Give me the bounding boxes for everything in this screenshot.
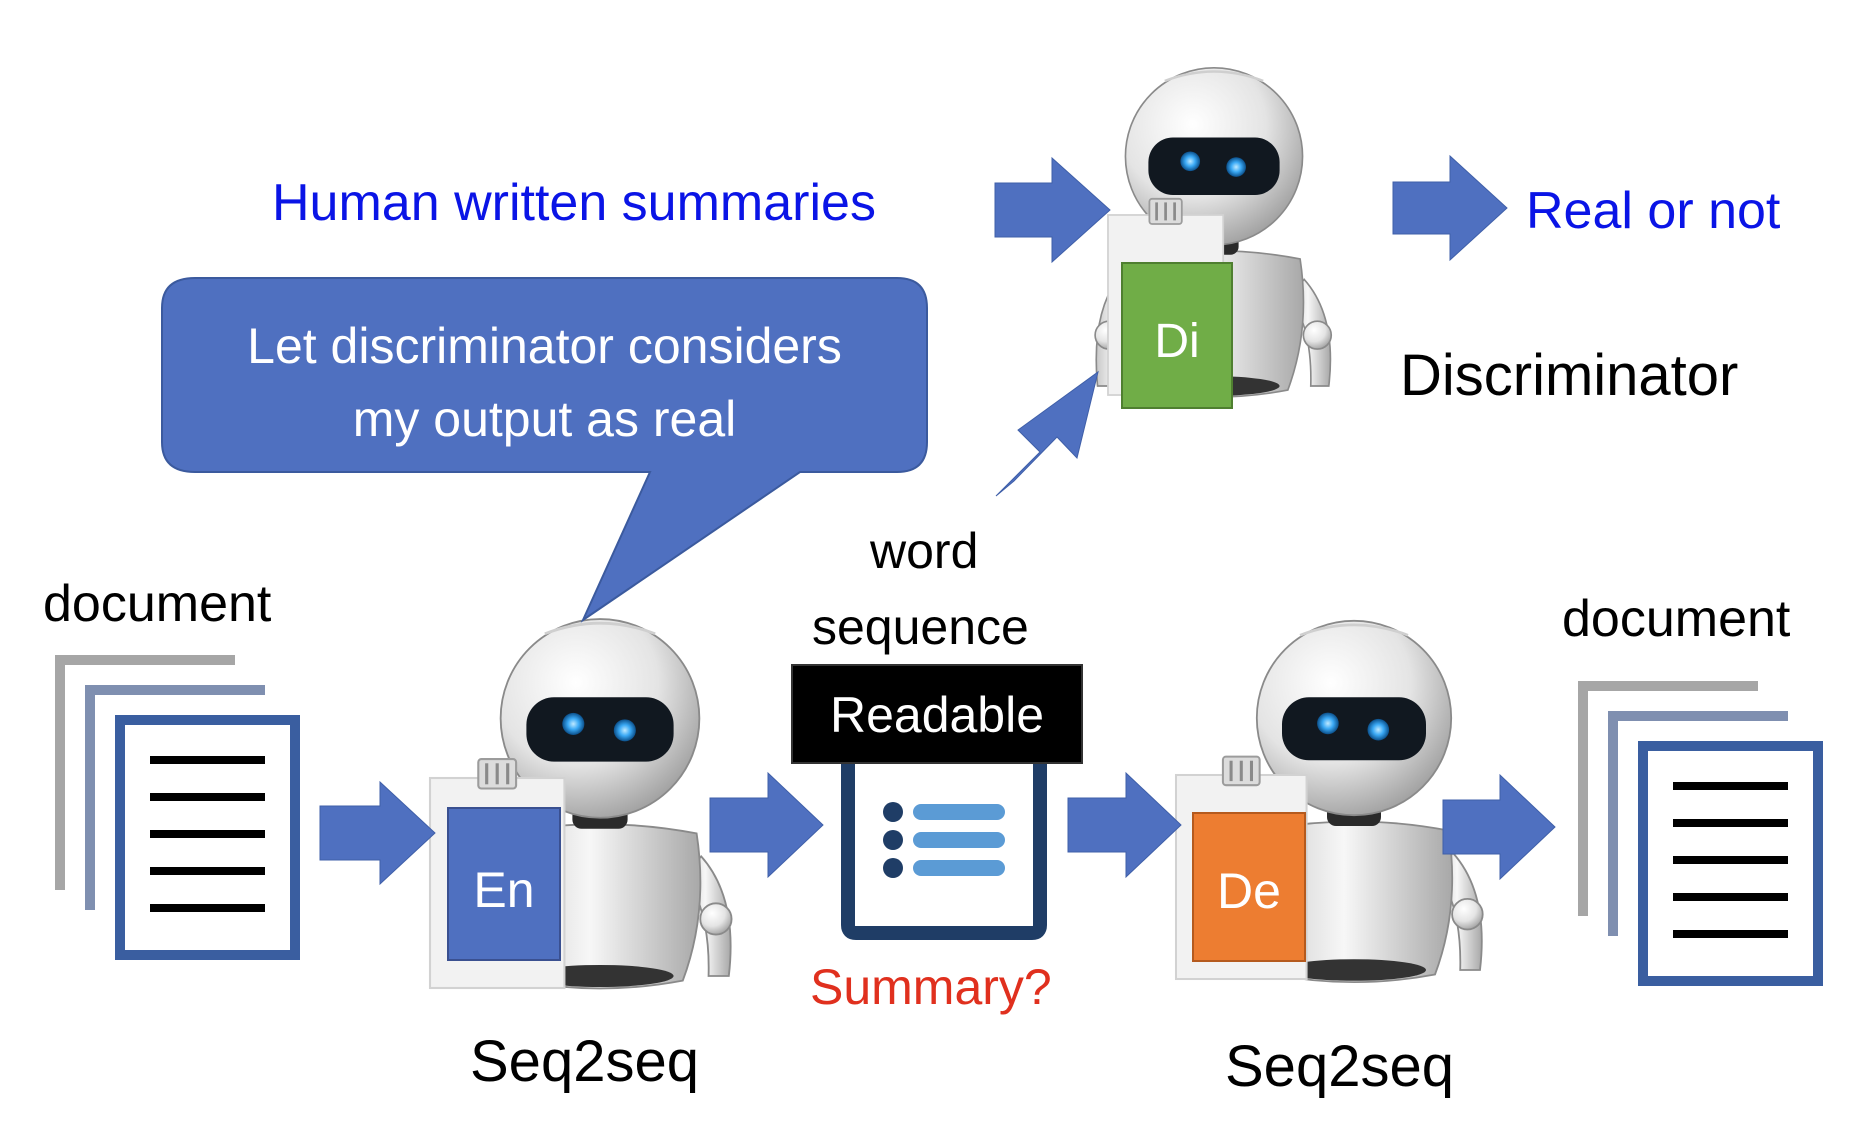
encoder-tag	[447, 807, 561, 961]
discriminator-tag-label: Di	[1154, 315, 1200, 368]
decoder-tag	[1192, 812, 1306, 962]
output-document-stack-icon	[1583, 686, 1818, 981]
arrow-right-icon-encoder-to-summary	[709, 771, 824, 879]
readable-label: Readable	[829, 687, 1045, 743]
input-document-stack-icon	[60, 660, 295, 955]
arrow-right-icon-real-or-not	[1392, 154, 1508, 262]
speech-bubble-line-1: Let discriminator considers	[247, 318, 842, 374]
arrow-diagonal-icon-summary-to-discriminator	[995, 370, 1099, 497]
decoder-seq2seq-label: Seq2seq	[1225, 1034, 1454, 1099]
arrow-right-icon-decoder-to-document	[1442, 773, 1556, 881]
input-document-label: document	[43, 575, 272, 633]
decoder-robot-icon	[1174, 619, 1485, 984]
encoder-tag-label: En	[473, 862, 535, 918]
human-written-summaries-label: Human written summaries	[272, 174, 876, 232]
readable-tag	[791, 664, 1083, 764]
speech-bubble-text: Let discriminator considers my output as…	[162, 310, 927, 455]
sequence-label: sequence	[812, 599, 1029, 655]
discriminator-robot-icon	[1093, 66, 1333, 409]
encoder-seq2seq-label: Seq2seq	[470, 1029, 699, 1094]
speech-bubble-icon	[161, 277, 928, 623]
speech-bubble-line-2: my output as real	[352, 390, 737, 447]
summary-icon	[841, 745, 1047, 940]
discriminator-tag	[1121, 262, 1233, 409]
encoder-robot-icon	[428, 617, 733, 990]
word-label: word	[870, 523, 979, 579]
arrow-right-icon-human-summaries	[994, 156, 1111, 264]
arrow-right-icon-document-to-encoder	[319, 780, 436, 886]
arrow-right-icon-summary-to-decoder	[1067, 771, 1182, 879]
discriminator-label: Discriminator	[1400, 343, 1739, 408]
decoder-tag-label: De	[1217, 863, 1281, 919]
summary-question-label: Summary?	[810, 959, 1052, 1015]
real-or-not-label: Real or not	[1526, 182, 1781, 240]
output-document-label: document	[1562, 590, 1791, 648]
